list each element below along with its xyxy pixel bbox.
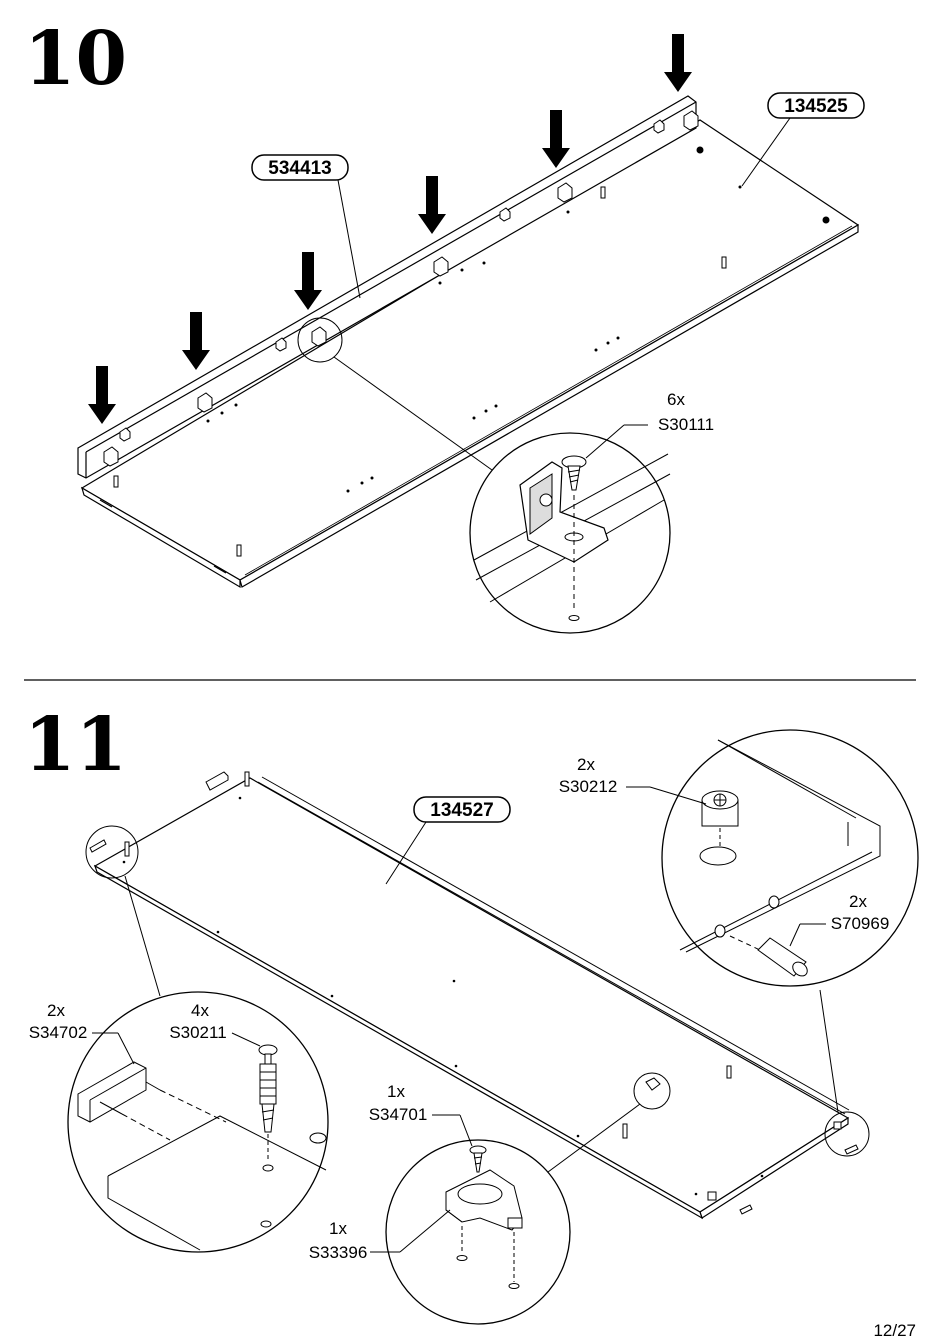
callout-code-s30111: S30111 bbox=[658, 415, 714, 434]
cover-cap-icon bbox=[77, 1061, 161, 1123]
screw-icon bbox=[561, 455, 587, 491]
rail-534413 bbox=[77, 95, 697, 479]
part-pill-134527 bbox=[413, 796, 511, 823]
insert-arrows bbox=[88, 34, 692, 424]
panel-134527-details bbox=[122, 796, 764, 1196]
brackets-row bbox=[103, 110, 699, 467]
detail-circle-clip bbox=[385, 1139, 571, 1325]
step-number-11: 11 bbox=[24, 702, 127, 788]
detail-circle-bracket bbox=[469, 432, 671, 634]
callout-qty-s70969: 2x bbox=[849, 892, 867, 911]
connector-bolt-icon bbox=[258, 1044, 278, 1133]
panel-134525 bbox=[80, 119, 860, 589]
detail-circle-cam bbox=[661, 729, 919, 987]
callout-code-s70969: S70969 bbox=[831, 914, 890, 933]
step-number-10: 10 bbox=[24, 16, 127, 102]
callout-qty-s34702: 2x bbox=[47, 1001, 65, 1020]
callout-code-s34702: S34702 bbox=[29, 1023, 88, 1042]
small-screw-icon bbox=[469, 1145, 487, 1173]
detail-marker-cam bbox=[824, 1111, 870, 1157]
callout-code-s30211: S30211 bbox=[169, 1023, 226, 1042]
part-pill-534413 bbox=[251, 154, 349, 181]
detail-marker-clip bbox=[633, 1072, 671, 1110]
panel-134527-hardware bbox=[205, 771, 753, 1215]
page-number: 12/27 bbox=[873, 1321, 916, 1340]
callout-qty-s30111: 6x bbox=[667, 390, 685, 409]
part-pill-134525 bbox=[767, 92, 865, 119]
detail-marker bbox=[297, 317, 343, 363]
detail-marker-corner bbox=[85, 825, 139, 879]
panel-holes bbox=[206, 146, 830, 493]
part-label-534413: 534413 bbox=[268, 158, 331, 179]
cam-lock-icon bbox=[701, 790, 739, 827]
clip-icon bbox=[445, 1169, 523, 1231]
callout-qty-s30212: 2x bbox=[577, 755, 595, 774]
panel-dowels bbox=[113, 186, 727, 557]
dowel-pin-icon bbox=[757, 937, 808, 977]
callout-code-s34701: S34701 bbox=[369, 1105, 428, 1124]
part-label-134525: 134525 bbox=[784, 96, 848, 117]
detail-circle-connector bbox=[67, 991, 329, 1253]
panel-134527 bbox=[93, 776, 850, 1220]
callout-qty-s34701: 1x bbox=[387, 1082, 405, 1101]
callout-qty-s30211: 4x bbox=[191, 1001, 209, 1020]
callout-code-s33396: S33396 bbox=[309, 1243, 368, 1262]
callout-qty-s33396: 1x bbox=[329, 1219, 347, 1238]
callout-code-s30212: S30212 bbox=[559, 777, 618, 796]
part-label-134527: 134527 bbox=[430, 800, 493, 821]
